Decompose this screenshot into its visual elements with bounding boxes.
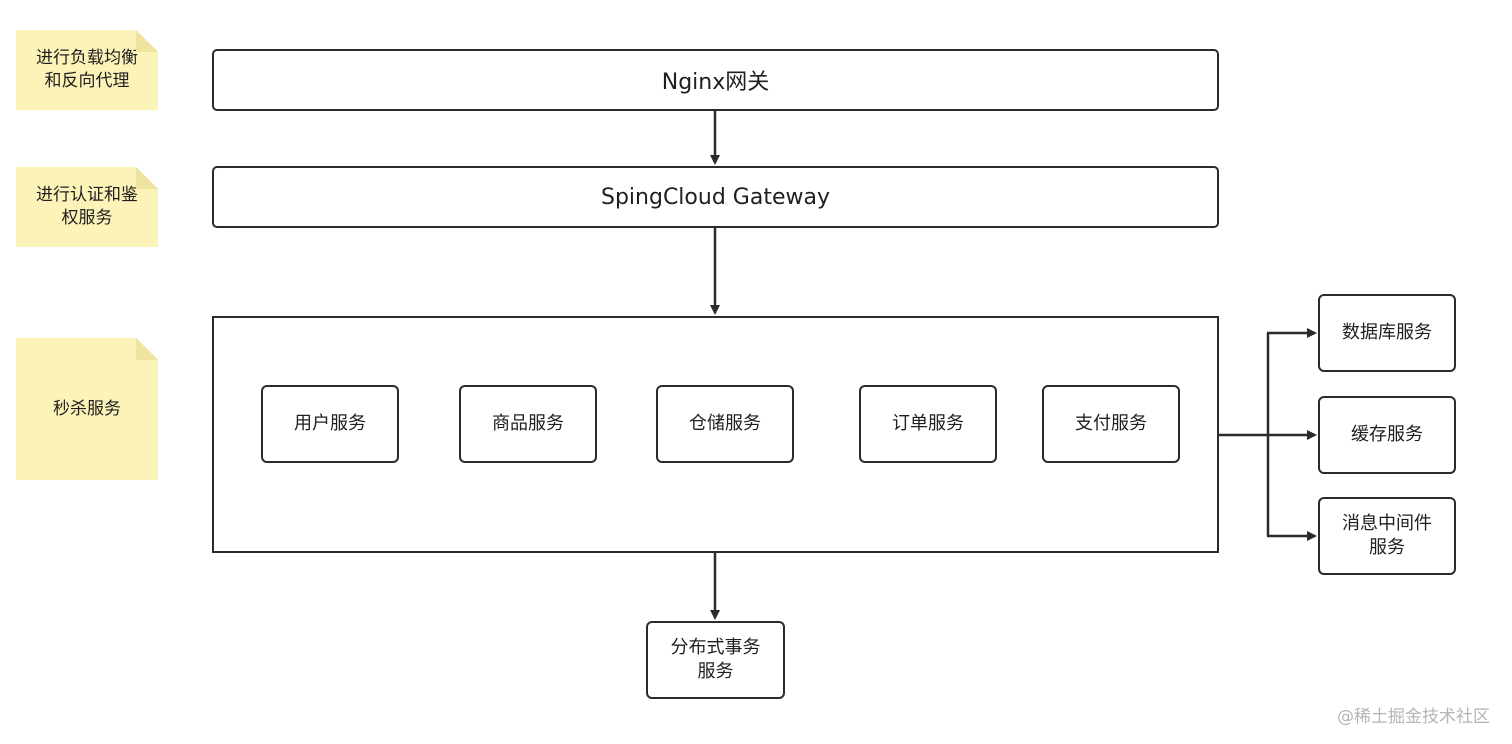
watermark: @稀土掘金技术社区 [1337, 707, 1490, 727]
payment-service-node[interactable]: 支付服务 [1042, 385, 1180, 463]
note-fold-corner [136, 167, 158, 189]
distributed-transaction-service-node[interactable]: 分布式事务 服务 [646, 621, 785, 699]
product-service-node[interactable]: 商品服务 [459, 385, 597, 463]
cache-service-node[interactable]: 缓存服务 [1318, 396, 1456, 474]
note-auth: 进行认证和鉴 权服务 [16, 167, 158, 247]
user-service-node[interactable]: 用户服务 [261, 385, 399, 463]
distributed-transaction-service-label: 分布式事务 服务 [670, 637, 761, 682]
warehouse-service-label: 仓储服务 [689, 413, 761, 434]
message-middleware-service-node[interactable]: 消息中间件 服务 [1318, 497, 1456, 575]
nginx-gateway-node[interactable]: Nginx网关 [212, 49, 1219, 111]
nginx-gateway-label: Nginx网关 [661, 70, 770, 95]
note-fold-corner [136, 30, 158, 52]
user-service-label: 用户服务 [294, 413, 366, 434]
note-auth-text: 进行认证和鉴 权服务 [36, 185, 138, 228]
product-service-label: 商品服务 [492, 413, 564, 434]
note-fold-corner [136, 338, 158, 360]
database-service-node[interactable]: 数据库服务 [1318, 294, 1456, 372]
note-seckill-text: 秒杀服务 [53, 398, 121, 419]
message-middleware-service-label: 消息中间件 服务 [1342, 513, 1432, 558]
connector-trunk [1219, 333, 1270, 536]
spring-cloud-gateway-node[interactable]: SpingCloud Gateway [212, 166, 1219, 228]
note-seckill: 秒杀服务 [16, 338, 158, 480]
order-service-node[interactable]: 订单服务 [859, 385, 997, 463]
spring-cloud-gateway-label: SpingCloud Gateway [601, 184, 830, 210]
cache-service-label: 缓存服务 [1351, 424, 1423, 445]
order-service-label: 订单服务 [892, 413, 964, 434]
payment-service-label: 支付服务 [1075, 413, 1147, 434]
warehouse-service-node[interactable]: 仓储服务 [656, 385, 794, 463]
database-service-label: 数据库服务 [1342, 322, 1432, 343]
note-load-balancing-text: 进行负载均衡 和反向代理 [36, 48, 138, 91]
note-load-balancing: 进行负载均衡 和反向代理 [16, 30, 158, 110]
